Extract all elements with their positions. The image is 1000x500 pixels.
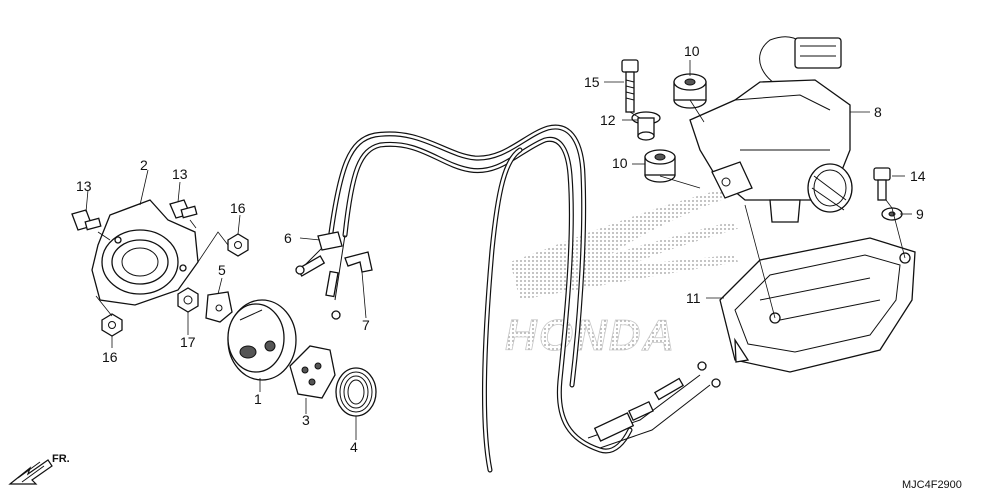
pulley-cam bbox=[289, 345, 336, 399]
bolt-14 bbox=[873, 167, 891, 201]
callout-10-top: 10 bbox=[684, 43, 700, 59]
callout-9: 9 bbox=[916, 206, 924, 222]
callouts: 1 2 3 4 5 6 7 8 9 10 10 11 12 13 13 14 1… bbox=[76, 43, 926, 455]
callout-13-right: 13 bbox=[172, 166, 188, 182]
callout-1: 1 bbox=[254, 391, 262, 407]
callout-2: 2 bbox=[140, 157, 148, 173]
direction-label: FR. bbox=[52, 453, 70, 465]
callout-10-mid: 10 bbox=[612, 155, 628, 171]
bolt-15 bbox=[621, 59, 639, 113]
callout-7: 7 bbox=[362, 317, 370, 333]
collar-12 bbox=[631, 111, 661, 141]
throttle-control-unit bbox=[689, 36, 853, 223]
front-direction-arrow: FR. bbox=[8, 453, 70, 485]
callout-15: 15 bbox=[584, 74, 600, 90]
callout-16-right: 16 bbox=[230, 200, 246, 216]
clip-5 bbox=[205, 291, 233, 323]
leader-lines bbox=[85, 60, 912, 440]
callout-4: 4 bbox=[350, 439, 358, 455]
callout-11: 11 bbox=[686, 290, 701, 306]
nut-16-right bbox=[227, 233, 249, 257]
callout-12: 12 bbox=[600, 112, 616, 128]
diagram-code: MJC4F2900 bbox=[902, 479, 962, 491]
throttle-pulley bbox=[227, 299, 297, 381]
honda-watermark-text: HONDA bbox=[505, 311, 676, 360]
callout-8: 8 bbox=[874, 104, 882, 120]
callout-14: 14 bbox=[910, 168, 926, 184]
callout-3: 3 bbox=[302, 412, 310, 428]
bolt-13-right bbox=[169, 199, 198, 219]
grommet-10-top bbox=[673, 73, 707, 109]
nut-17 bbox=[177, 287, 199, 313]
honda-wing-watermark: HONDA bbox=[505, 190, 740, 360]
throttle-cable-assembly bbox=[295, 124, 721, 473]
return-spring bbox=[335, 367, 377, 417]
callout-17: 17 bbox=[180, 334, 196, 350]
bolt-13-left bbox=[71, 209, 102, 231]
callout-13-left: 13 bbox=[76, 178, 92, 194]
callout-16-bottom: 16 bbox=[102, 349, 118, 365]
grommet-10-mid bbox=[644, 149, 676, 183]
washer-9 bbox=[881, 207, 903, 221]
callout-6: 6 bbox=[284, 230, 292, 246]
nut-16-bottom bbox=[101, 313, 123, 337]
callout-5: 5 bbox=[218, 262, 226, 278]
pulley-cover bbox=[91, 199, 199, 306]
mounting-tray bbox=[719, 237, 916, 373]
